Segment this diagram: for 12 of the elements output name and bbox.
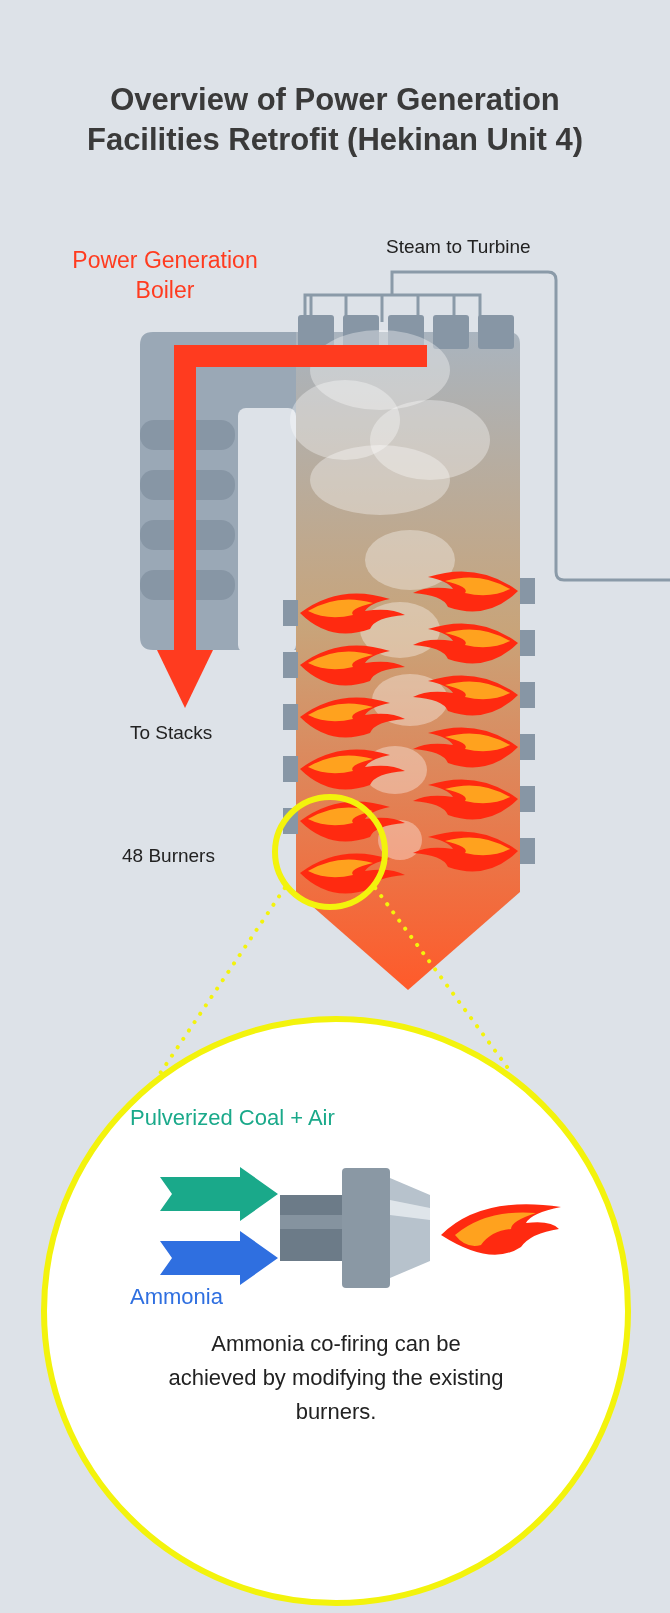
flow-label: To Stacks: [130, 722, 213, 744]
edge-label: Ammonia: [130, 1284, 223, 1310]
boiler-label: Power Generation Boiler: [71, 246, 259, 305]
description-text: Ammonia co-firing can be achieved by modifying the existing burners.: [167, 1330, 505, 1426]
title: Overview of Power Generation Facilities Retrofit (Hekinan Unit 4): [85, 81, 585, 159]
burner-count-label: 48 Burners: [122, 845, 215, 867]
zoom-line: [157, 885, 287, 1077]
highlight-circle: [272, 794, 388, 910]
edge-label: Pulverized Coal + Air: [130, 1105, 335, 1131]
block-arrow: [160, 1231, 278, 1285]
block-arrow: [160, 1167, 278, 1221]
pipe-label: Steam to Turbine: [386, 236, 531, 258]
